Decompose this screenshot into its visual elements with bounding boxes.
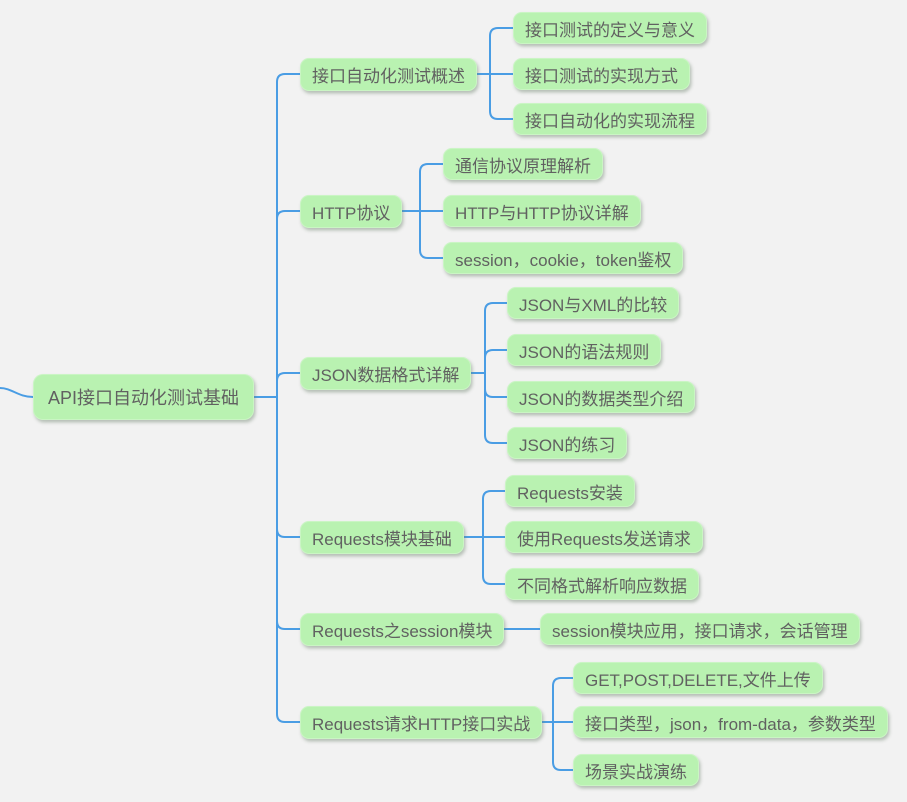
branch-topic-node[interactable]: 接口自动化测试概述 bbox=[300, 57, 477, 91]
connector-line bbox=[489, 27, 514, 75]
connector-line bbox=[276, 372, 301, 398]
connector-line bbox=[484, 302, 508, 374]
subtopic-node[interactable]: 接口测试的实现方式 bbox=[513, 58, 690, 90]
subtopic-node[interactable]: 使用Requests发送请求 bbox=[505, 521, 703, 553]
subtopic-node[interactable]: JSON的语法规则 bbox=[507, 334, 662, 366]
subtopic-node[interactable]: Requests安装 bbox=[505, 475, 635, 507]
connector-line bbox=[489, 73, 514, 120]
connector-line bbox=[419, 163, 444, 212]
branch-topic-node[interactable]: Requests请求HTTP接口实战 bbox=[300, 705, 543, 739]
subtopic-node[interactable]: 通信协议原理解析 bbox=[443, 148, 603, 180]
connector-line bbox=[482, 536, 506, 585]
connector-line bbox=[0, 387, 34, 398]
subtopic-node[interactable]: JSON的数据类型介绍 bbox=[507, 381, 696, 413]
connector-line bbox=[484, 372, 508, 444]
subtopic-node[interactable]: GET,POST,DELETE,文件上传 bbox=[573, 662, 823, 694]
subtopic-node[interactable]: 接口自动化的实现流程 bbox=[513, 103, 707, 135]
subtopic-node[interactable]: JSON的练习 bbox=[507, 427, 628, 459]
connector-line bbox=[552, 721, 574, 771]
subtopic-node[interactable]: HTTP与HTTP协议详解 bbox=[443, 195, 641, 227]
connector-line bbox=[552, 677, 574, 723]
branch-topic-node[interactable]: JSON数据格式详解 bbox=[300, 356, 472, 390]
root-topic-node[interactable]: API接口自动化测试基础 bbox=[33, 374, 255, 420]
subtopic-node[interactable]: 场景实战演练 bbox=[573, 754, 699, 786]
subtopic-node[interactable]: 不同格式解析响应数据 bbox=[505, 568, 699, 600]
subtopic-node[interactable]: 接口类型，json，from-data，参数类型 bbox=[573, 706, 888, 738]
connector-line bbox=[484, 349, 508, 374]
connector-line bbox=[419, 210, 444, 259]
subtopic-node[interactable]: session模块应用，接口请求，会话管理 bbox=[540, 613, 860, 645]
subtopic-node[interactable]: JSON与XML的比较 bbox=[507, 287, 680, 319]
connector-line bbox=[276, 396, 301, 723]
branch-topic-node[interactable]: Requests模块基础 bbox=[300, 520, 464, 554]
subtopic-node[interactable]: 接口测试的定义与意义 bbox=[513, 12, 707, 44]
branch-topic-node[interactable]: Requests之session模块 bbox=[300, 612, 505, 646]
connector-line bbox=[276, 210, 301, 398]
subtopic-node[interactable]: session，cookie，token鉴权 bbox=[443, 242, 684, 274]
branch-topic-node[interactable]: HTTP协议 bbox=[300, 194, 403, 228]
connector-line bbox=[276, 73, 301, 398]
connector-line bbox=[482, 490, 506, 538]
